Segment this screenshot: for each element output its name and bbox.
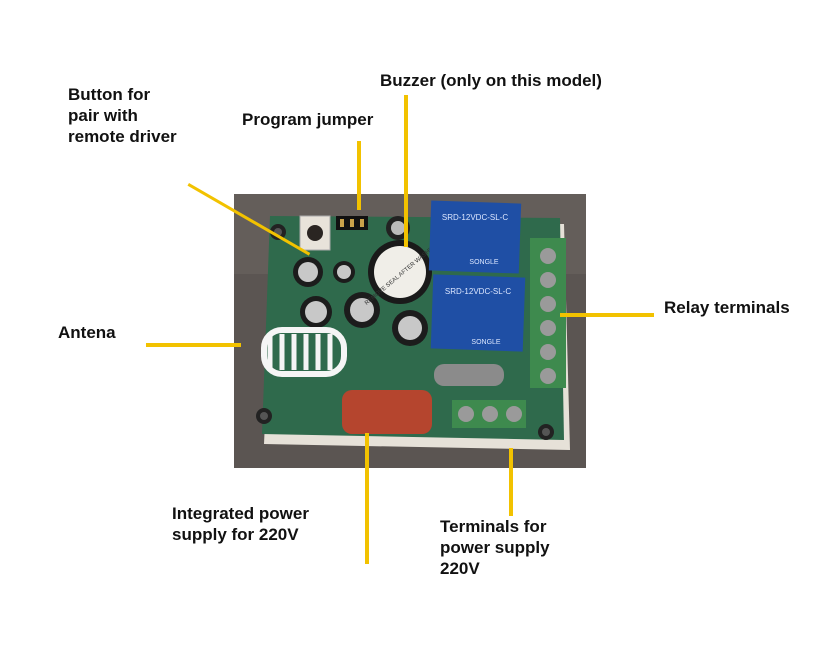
leader-power-supply — [365, 433, 369, 564]
leader-terminals-power — [509, 448, 513, 516]
leader-jumper — [357, 141, 361, 210]
label-power-supply: Integrated power supply for 220V — [172, 504, 309, 544]
label-buzzer: Buzzer (only on this model) — [380, 71, 602, 90]
relay-2-brand: SONGLE — [471, 339, 501, 346]
relay-2: SRD-12VDC-SL-C SONGLE — [430, 274, 526, 352]
label-program-jumper: Program jumper — [242, 110, 374, 129]
leader-buzzer — [404, 95, 408, 247]
label-antenna: Antena — [58, 323, 116, 342]
power-supply-capacitor — [342, 390, 432, 434]
relay-1-brand: SONGLE — [469, 259, 499, 266]
pcb-photo: REMOVE SEAL AFTER WASHING SRD-12VDC-SL-C… — [234, 194, 586, 468]
antenna-coil — [261, 327, 347, 377]
relay-1: SRD-12VDC-SL-C SONGLE — [428, 200, 522, 274]
label-terminals-power: Terminals for power supply 220V — [440, 517, 550, 578]
label-relay-terminals: Relay terminals — [664, 298, 790, 317]
leader-relay-terminals — [560, 313, 654, 317]
leader-antenna — [146, 343, 241, 347]
relay-1-text: SRD-12VDC-SL-C — [442, 213, 508, 222]
label-button-pair: Button for pair with remote driver — [68, 85, 177, 146]
relay-2-text: SRD-12VDC-SL-C — [445, 287, 511, 296]
